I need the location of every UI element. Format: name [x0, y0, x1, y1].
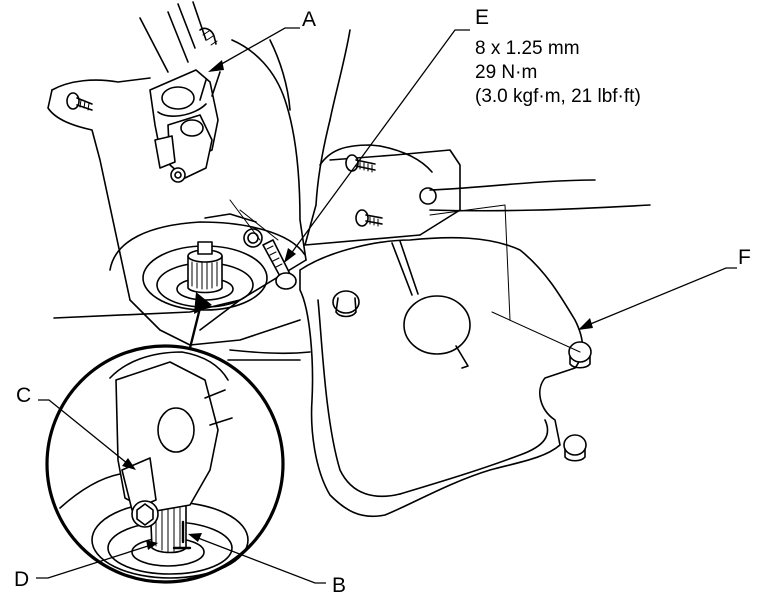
leader-a: [208, 27, 300, 72]
callout-d: D: [14, 568, 29, 591]
torque-value-nm: 29 N·m: [475, 62, 537, 83]
callout-c: C: [16, 384, 31, 407]
callout-f: F: [738, 246, 751, 269]
steering-shaft: [139, 1, 217, 73]
firewall-panel: [47, 29, 381, 361]
leader-f: [578, 267, 737, 330]
leader-d: [36, 540, 158, 579]
left-stud: [66, 92, 93, 111]
callout-b: B: [332, 574, 346, 597]
pinch-bolt: [229, 199, 297, 290]
steering-joint-cover: [299, 204, 592, 518]
torque-value-alt: (3.0 kgf·m, 21 lbf·ft): [475, 86, 641, 107]
upper-universal-joint: [149, 30, 221, 183]
torque-thread: 8 x 1.25 mm: [475, 38, 580, 59]
leader-c: [38, 399, 136, 470]
leader-b: [188, 533, 326, 584]
leader-e: [284, 29, 470, 263]
callout-e: E: [475, 6, 489, 29]
callout-a: A: [302, 8, 316, 31]
column-bracket: [304, 119, 651, 246]
detail-circle: [45, 344, 285, 584]
bracket-studs: [345, 154, 383, 227]
zoom-pointer-arrow: [188, 292, 212, 350]
